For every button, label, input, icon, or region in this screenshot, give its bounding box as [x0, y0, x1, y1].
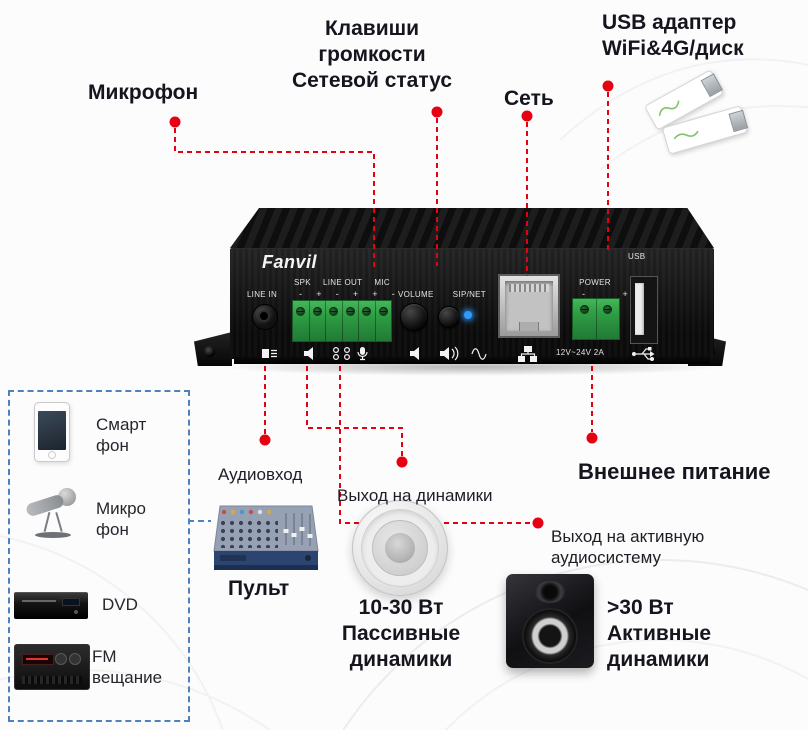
terminal-screw-icon	[362, 307, 372, 316]
source-label-fm: FM вещание	[92, 647, 163, 687]
usb-dongle-image	[643, 69, 725, 131]
spk-label: SPK	[294, 278, 311, 287]
mic-icon	[357, 347, 368, 361]
sip-net-label: SIP/NET	[452, 290, 486, 299]
usb-dongle-image	[661, 105, 749, 155]
dongle-logo-icon	[673, 130, 699, 140]
active-line1: >30 Вт	[607, 596, 674, 619]
device-top-panel	[230, 208, 714, 248]
phone-home-button-icon	[48, 451, 56, 459]
terminal-screw-icon	[345, 307, 355, 316]
ethernet-notch	[519, 322, 539, 331]
mic-label: MIC	[374, 278, 390, 287]
terminal-screw-icon	[579, 305, 589, 314]
terminal-screw-icon	[603, 305, 613, 314]
active-output-line1: Выход на активную	[551, 527, 705, 546]
callout-volume-keys-line1: Клавиши	[324, 17, 420, 40]
device-icon-row	[262, 346, 655, 362]
source-label-smartphone: Смартфон	[96, 415, 147, 455]
dongle-logo-icon	[658, 100, 680, 116]
brand-logo: Fanvil	[262, 252, 318, 272]
usb-tongue	[635, 283, 644, 335]
terminal-screw-icon	[329, 307, 339, 316]
source-label-microphone: Микрофон	[96, 499, 147, 539]
ethernet-recess	[505, 281, 553, 331]
volume-label: VOLUME	[398, 290, 434, 299]
terminal-cell	[597, 299, 620, 339]
callout-network-status: Сетевой статус	[291, 69, 453, 92]
usb-icon	[632, 347, 655, 361]
io-terminal-block	[292, 300, 392, 342]
jack-hole-icon	[260, 312, 268, 320]
line-in-label: LINE IN	[246, 290, 278, 299]
terminal-cell	[310, 301, 326, 341]
sip-net-button	[438, 306, 460, 328]
io-polarity-row: - + - + + -	[299, 289, 395, 299]
callout-usb-adapter-line2: WiFi&4G/диск	[602, 37, 744, 60]
phone-screen	[38, 411, 66, 450]
microphone-image	[20, 486, 84, 542]
passive-line2: Пассивные	[341, 622, 461, 645]
active-line2: Активные	[607, 622, 712, 645]
line-in-jack	[252, 304, 278, 330]
terminal-cell	[293, 301, 310, 341]
mixer-image	[213, 505, 319, 570]
speaker-loud-icon	[440, 346, 459, 361]
source-label-dvd: DVD	[102, 595, 138, 614]
line-in-icon	[262, 349, 277, 358]
speaker-output-label: Выход на динамики	[337, 486, 493, 505]
mixer-label: Пульт	[228, 577, 290, 600]
terminal-screw-icon	[296, 307, 306, 316]
passive-line1: 10-30 Вт	[358, 596, 444, 619]
line-out-label: LINE OUT	[323, 278, 363, 287]
passive-line3: динамики	[349, 648, 453, 671]
external-power-label: Внешнее питание	[578, 459, 771, 484]
wave-icon	[471, 348, 487, 360]
terminal-screw-icon	[312, 307, 322, 316]
callout-microphone: Микрофон	[88, 81, 199, 104]
active-speakers-label: >30 Вт Активные динамики	[607, 595, 711, 673]
power-terminal-block	[572, 298, 620, 340]
active-line3: динамики	[607, 648, 710, 671]
ethernet-port	[498, 274, 560, 338]
terminal-screw-icon	[378, 307, 388, 316]
terminal-cell	[343, 301, 359, 341]
tweeter-icon	[535, 581, 565, 603]
dvd-player-image	[14, 592, 88, 619]
status-led	[464, 311, 472, 319]
callout-network: Сеть	[504, 87, 554, 110]
mic-body-icon	[24, 493, 66, 518]
callout-usb-adapter-line1: USB адаптер	[602, 11, 737, 34]
lan-icon	[518, 346, 537, 362]
active-speaker-image	[506, 574, 594, 668]
speaker-icon	[304, 347, 313, 360]
power-label: POWER	[579, 278, 611, 287]
active-output-line2: аудиосистему	[551, 548, 661, 567]
passive-speakers-label: 10-30 Вт Пассивные динамики	[328, 595, 474, 673]
usb-port	[630, 276, 658, 344]
volume-knob	[400, 303, 428, 331]
screw-hole-icon	[204, 346, 215, 357]
callout-usb-adapter: USB адаптер WiFi&4G/диск	[602, 10, 744, 62]
speaker-small-icon	[410, 347, 419, 360]
audio-sources-box	[8, 390, 190, 722]
terminal-cell	[376, 301, 392, 341]
callout-volume-network: Клавиши громкости Сетевой статус	[282, 16, 462, 94]
usb-port-label: USB	[628, 252, 646, 261]
terminal-cell	[573, 299, 597, 339]
smartphone-image	[34, 402, 70, 462]
callout-volume-keys-line2: громкости	[318, 43, 426, 66]
terminal-cell	[326, 301, 343, 341]
speaker-terminal-icon	[332, 346, 350, 361]
active-output-label: Выход на активную аудиосистему	[551, 526, 704, 568]
power-polarity-row: - +	[582, 289, 628, 299]
device-bottom-edge	[234, 357, 710, 364]
fm-tuner-image	[14, 644, 90, 690]
ethernet-pins-icon	[509, 284, 549, 292]
audio-input-label: Аудиовход	[218, 465, 303, 484]
woofer-icon	[522, 608, 578, 664]
terminal-cell	[359, 301, 376, 341]
device-rating: 12V~24V 2A	[556, 348, 605, 357]
ceiling-speaker-image	[352, 500, 448, 596]
